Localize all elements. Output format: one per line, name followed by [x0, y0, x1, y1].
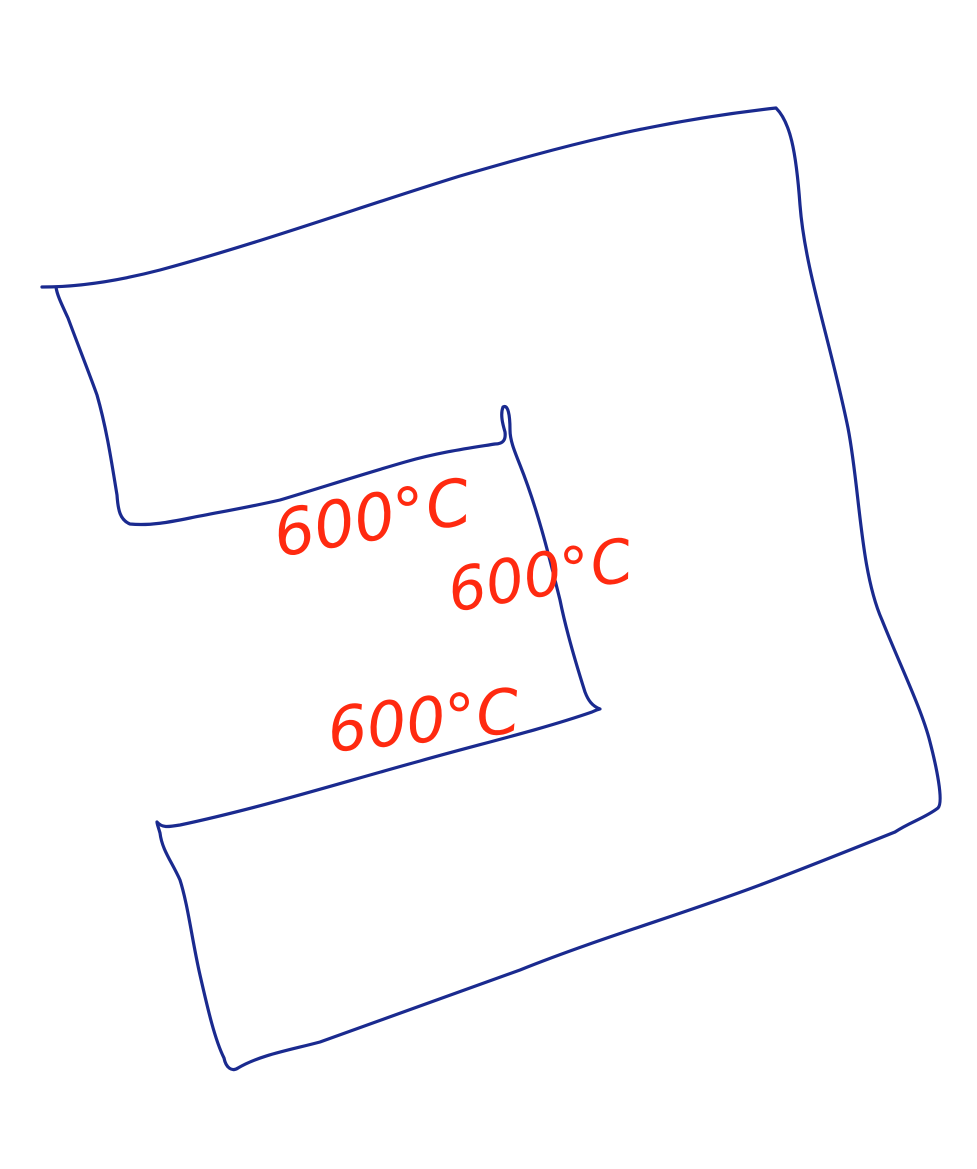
c-shape-outline: [40, 106, 942, 1072]
temp-label-bottom: 600°C: [324, 674, 524, 767]
temp-label-right: 600°C: [442, 525, 638, 626]
